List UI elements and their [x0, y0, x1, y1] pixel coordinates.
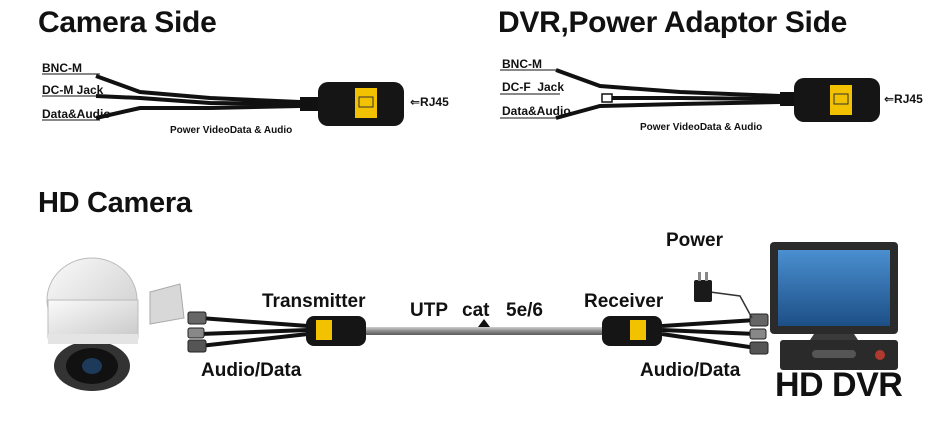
utp-cable: [366, 319, 602, 335]
camera-side-balun: [42, 73, 404, 126]
transmitter-balun: [306, 316, 366, 346]
camera-side-title: Camera Side: [38, 6, 217, 39]
camera-side-rj45-label: ⇐RJ45: [410, 95, 449, 109]
audio-data-left-label: Audio/Data: [201, 360, 302, 381]
monitor-icon: [770, 242, 898, 346]
cable-cat-label: cat: [462, 300, 490, 321]
dvr-side-label-dc: DC-F Jack: [502, 80, 565, 94]
camera-side-label-bnc: BNC-M: [42, 61, 82, 75]
cable-utp-label: UTP: [410, 300, 448, 321]
dvr-side-label-bnc: BNC-M: [502, 57, 542, 71]
receiver-label: Receiver: [584, 291, 664, 312]
audio-data-right-label: Audio/Data: [640, 360, 741, 381]
dvr-side-balun: [500, 68, 880, 122]
power-label: Power: [666, 230, 724, 251]
camera-side-label-dc: DC-M Jack: [42, 83, 104, 97]
hd-camera-title: HD Camera: [38, 187, 192, 219]
camera-side-label-data: Data&Audio: [42, 107, 111, 121]
hd-dvr-label: HD DVR: [775, 366, 903, 404]
transmitter-label: Transmitter: [262, 291, 366, 312]
transmitter-connectors: [187, 311, 309, 353]
balun-label: [355, 88, 377, 118]
receiver-balun: [602, 316, 662, 346]
dvr-side-caption: Power VideoData & Audio: [640, 122, 763, 133]
dvr-side-title: DVR,Power Adaptor Side: [498, 6, 848, 39]
dvr-side-label-data: Data&Audio: [502, 104, 571, 118]
dvr-box-icon: [780, 340, 898, 370]
receiver-connectors: [661, 291, 769, 355]
camera-side-caption: Power VideoData & Audio: [170, 125, 293, 136]
dome-camera-image: [46, 257, 185, 391]
cable-type-label: 5e/6: [506, 300, 543, 321]
power-adaptor-icon: [694, 272, 712, 302]
dvr-side-rj45-label: ⇐RJ45: [884, 92, 923, 106]
